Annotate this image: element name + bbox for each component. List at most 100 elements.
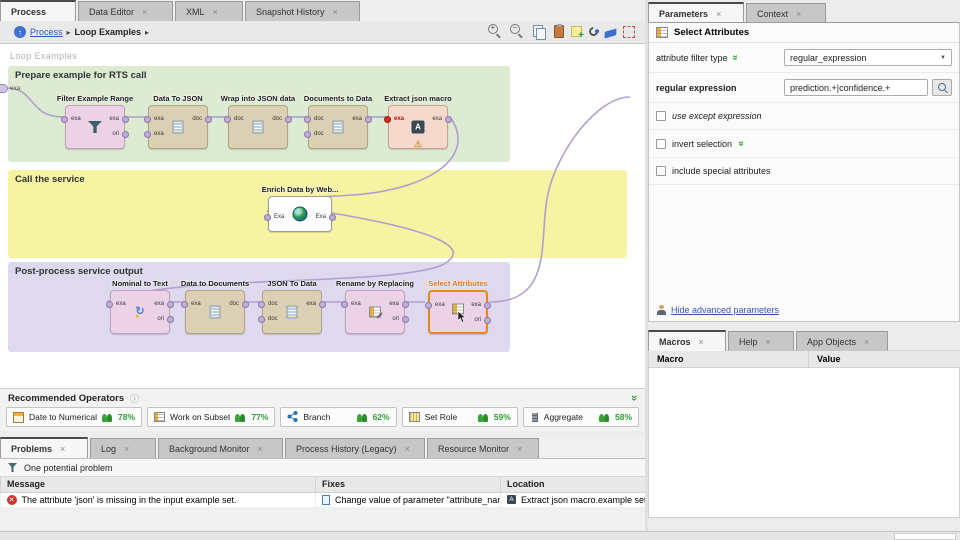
use-except-expression-checkbox[interactable] bbox=[656, 111, 666, 121]
close-icon[interactable]: × bbox=[124, 443, 130, 454]
recommended-chip-aggregate[interactable]: Aggregate 58% bbox=[522, 407, 639, 427]
tab-problems[interactable]: Problems × bbox=[0, 437, 88, 458]
output-port[interactable] bbox=[329, 214, 336, 221]
input-port[interactable] bbox=[264, 214, 271, 221]
tab-parameters[interactable]: Parameters × bbox=[648, 2, 744, 23]
filter-icon[interactable] bbox=[8, 463, 17, 472]
add-annotation-icon[interactable] bbox=[571, 26, 584, 41]
input-port[interactable] bbox=[144, 131, 151, 138]
output-port[interactable] bbox=[167, 316, 174, 323]
tab-help[interactable]: Help × bbox=[728, 331, 794, 351]
tab-macros[interactable]: Macros × bbox=[648, 330, 726, 351]
tab-app-objects[interactable]: App Objects × bbox=[796, 331, 888, 351]
operator-rename-by-replacing[interactable]: Rename by Replacing exa exa ori bbox=[336, 279, 414, 334]
invert-selection-checkbox[interactable] bbox=[656, 138, 666, 149]
input-port[interactable] bbox=[144, 116, 151, 123]
recommended-chip-branch[interactable]: Branch 62% bbox=[280, 407, 397, 427]
panel-splitter[interactable] bbox=[645, 0, 648, 540]
auto-wire-icon[interactable] bbox=[587, 25, 600, 38]
recommended-chip-set-role[interactable]: Set Role 59% bbox=[401, 407, 518, 427]
tab-log[interactable]: Log × bbox=[90, 438, 156, 458]
output-port[interactable] bbox=[285, 116, 292, 123]
tab-background-monitor[interactable]: Background Monitor × bbox=[158, 438, 283, 458]
input-port-error[interactable] bbox=[384, 116, 391, 123]
operator-extract-json-macro[interactable]: Extract json macro A ⚠ exa exa bbox=[384, 94, 452, 149]
breadcrumb-root-link[interactable]: Process bbox=[30, 27, 63, 37]
tab-xml[interactable]: XML × bbox=[175, 1, 243, 21]
close-icon[interactable]: × bbox=[864, 336, 870, 347]
output-port[interactable] bbox=[445, 116, 452, 123]
input-port[interactable] bbox=[304, 116, 311, 123]
operator-select-attributes[interactable]: Select Attributes exa exa ori bbox=[425, 279, 491, 334]
close-icon[interactable]: × bbox=[60, 443, 66, 454]
input-port[interactable] bbox=[61, 116, 68, 123]
paste-icon[interactable] bbox=[554, 24, 564, 38]
input-port[interactable] bbox=[258, 301, 265, 308]
collapse-chevron-icon[interactable]: » bbox=[627, 394, 640, 402]
date-icon bbox=[13, 411, 24, 423]
close-icon[interactable]: × bbox=[332, 6, 338, 17]
operator-documents-to-data[interactable]: Documents to Data doc doc exa bbox=[304, 94, 372, 149]
recommended-chip-work-on-subset[interactable]: Work on Subset 77% bbox=[147, 407, 276, 427]
advanced-chevron-icon: » bbox=[728, 54, 740, 61]
output-port[interactable] bbox=[402, 316, 409, 323]
output-port[interactable] bbox=[365, 116, 372, 123]
operator-wrap-into-json-data[interactable]: Wrap into JSON data doc doc bbox=[221, 94, 295, 149]
auto-layout-icon[interactable] bbox=[604, 28, 617, 39]
output-port[interactable] bbox=[205, 116, 212, 123]
output-port[interactable] bbox=[122, 116, 129, 123]
zoom-out-icon[interactable] bbox=[510, 23, 525, 39]
regular-expression-input[interactable] bbox=[784, 79, 928, 96]
include-special-attributes-checkbox[interactable] bbox=[656, 166, 666, 176]
input-port[interactable] bbox=[106, 301, 113, 308]
close-icon[interactable]: × bbox=[698, 336, 704, 347]
tab-process[interactable]: Process bbox=[0, 0, 76, 21]
input-port[interactable] bbox=[304, 131, 311, 138]
fix-link[interactable]: Change value of parameter "attribute_nam… bbox=[335, 494, 500, 505]
copy-icon[interactable] bbox=[532, 24, 547, 40]
close-icon[interactable]: × bbox=[212, 6, 218, 17]
recommended-chip-date-to-numerical[interactable]: Date to Numerical 78% bbox=[6, 407, 143, 427]
triangle-icon: ▲ bbox=[133, 313, 141, 321]
operator-json-to-data[interactable]: JSON To Data doc doc exa bbox=[258, 279, 326, 334]
info-icon[interactable]: ⓘ bbox=[130, 394, 140, 404]
output-port[interactable] bbox=[319, 301, 326, 308]
tab-snapshot-history[interactable]: Snapshot History × bbox=[245, 1, 360, 21]
operator-nominal-to-text[interactable]: Nominal to Text ↻ ▲ exa exa ori bbox=[106, 279, 174, 334]
operator-enrich-data-by-webservice[interactable]: Enrich Data by Web... Exa Exa bbox=[262, 185, 338, 232]
close-icon[interactable]: × bbox=[517, 443, 523, 454]
close-icon[interactable]: × bbox=[765, 336, 771, 347]
close-icon[interactable]: × bbox=[257, 443, 263, 454]
process-canvas[interactable]: Loop Examples Prepare example for RTS ca… bbox=[0, 44, 645, 388]
input-port[interactable] bbox=[181, 301, 188, 308]
tab-data-editor[interactable]: Data Editor × bbox=[78, 1, 173, 21]
input-port[interactable] bbox=[258, 316, 265, 323]
close-icon[interactable]: × bbox=[404, 443, 410, 454]
output-port[interactable] bbox=[122, 131, 129, 138]
up-arrow-icon[interactable]: ↑ bbox=[14, 26, 26, 38]
attribute-filter-type-dropdown[interactable]: regular_expression ▼ bbox=[784, 49, 952, 66]
output-port[interactable] bbox=[167, 301, 174, 308]
operator-filter-example-range[interactable]: Filter Example Range exa exa ori bbox=[57, 94, 133, 149]
close-icon[interactable]: × bbox=[142, 6, 148, 17]
regex-editor-button[interactable] bbox=[932, 79, 952, 96]
output-port[interactable] bbox=[484, 317, 491, 324]
operator-data-to-json[interactable]: Data To JSON exa exa doc bbox=[144, 94, 212, 149]
tab-resource-monitor[interactable]: Resource Monitor × bbox=[427, 438, 539, 458]
operator-data-to-documents[interactable]: Data to Documents exa doc bbox=[181, 279, 249, 334]
hide-advanced-parameters-link[interactable]: Hide advanced parameters bbox=[671, 305, 780, 315]
tab-context[interactable]: Context × bbox=[746, 3, 826, 23]
close-icon[interactable]: × bbox=[796, 8, 802, 19]
tab-process-history[interactable]: Process History (Legacy) × bbox=[285, 438, 425, 458]
zoom-in-icon[interactable] bbox=[488, 23, 503, 39]
problem-row[interactable]: ✕The attribute 'json' is missing in the … bbox=[0, 492, 646, 507]
input-port[interactable] bbox=[224, 116, 231, 123]
input-port[interactable] bbox=[341, 301, 348, 308]
fit-to-screen-icon[interactable] bbox=[623, 25, 635, 38]
process-input-port[interactable] bbox=[0, 84, 8, 93]
close-icon[interactable]: × bbox=[716, 8, 722, 19]
output-port[interactable] bbox=[484, 302, 491, 309]
output-port[interactable] bbox=[242, 301, 249, 308]
output-port[interactable] bbox=[402, 301, 409, 308]
input-port[interactable] bbox=[425, 302, 432, 309]
